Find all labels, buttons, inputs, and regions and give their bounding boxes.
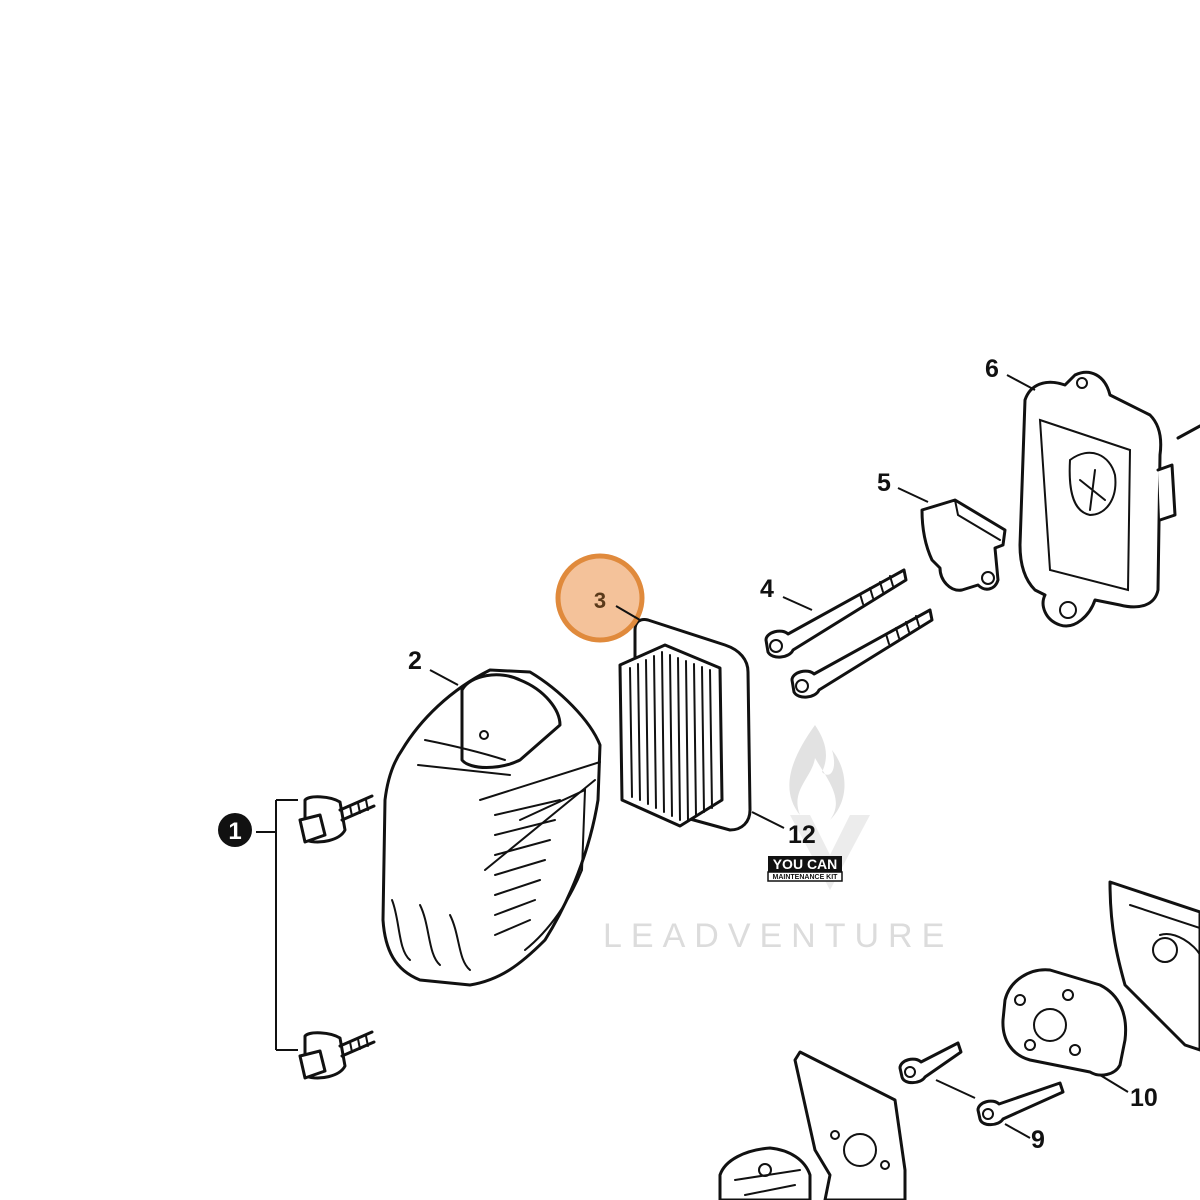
maintenance-kit-badge: YOU CAN MAINTENANCE KIT [767, 856, 843, 882]
callout-9-label: 9 [1031, 1126, 1045, 1154]
callout-3-highlight[interactable]: 3 [555, 553, 645, 643]
callout-1[interactable]: 1 [218, 813, 252, 847]
watermark-text: LEADVENTURE [603, 917, 953, 955]
callout-10-label: 10 [1130, 1084, 1158, 1112]
part-6-filter-base[interactable] [1018, 370, 1200, 628]
part-4-bolts[interactable] [764, 568, 934, 699]
part-1-clips[interactable] [256, 794, 376, 1080]
callout-1-label: 1 [228, 818, 241, 845]
callout-12-label: 12 [788, 821, 816, 849]
kit-badge-bottom: MAINTENANCE KIT [773, 874, 839, 881]
part-3-air-filter[interactable] [618, 618, 752, 832]
callout-6-label: 6 [985, 355, 999, 383]
callout-2-label: 2 [408, 647, 422, 675]
callout-9[interactable]: 9 [1004, 1123, 1045, 1154]
callout-5[interactable]: 5 [877, 469, 929, 503]
part-10-flange[interactable] [1001, 968, 1128, 1077]
gasket-lower [793, 1050, 907, 1200]
callout-10[interactable]: 10 [1099, 1074, 1158, 1112]
gasket-upper-right [1108, 880, 1200, 1052]
callout-3-label: 3 [594, 588, 606, 613]
part-9-screws[interactable] [898, 1041, 1065, 1127]
carburetor-partial [718, 1146, 812, 1200]
callout-12[interactable]: 12 [751, 811, 816, 849]
leadventure-watermark: LEADVENTURE [603, 725, 953, 955]
callout-4[interactable]: 4 [760, 575, 813, 611]
callout-5-label: 5 [877, 469, 891, 497]
callout-2[interactable]: 2 [408, 647, 459, 686]
callout-4-label: 4 [760, 575, 774, 603]
part-2-filter-cover[interactable] [381, 668, 602, 987]
kit-badge-top: YOU CAN [773, 856, 838, 872]
part-5-bracket[interactable] [920, 498, 1007, 592]
callout-6[interactable]: 6 [985, 355, 1036, 391]
